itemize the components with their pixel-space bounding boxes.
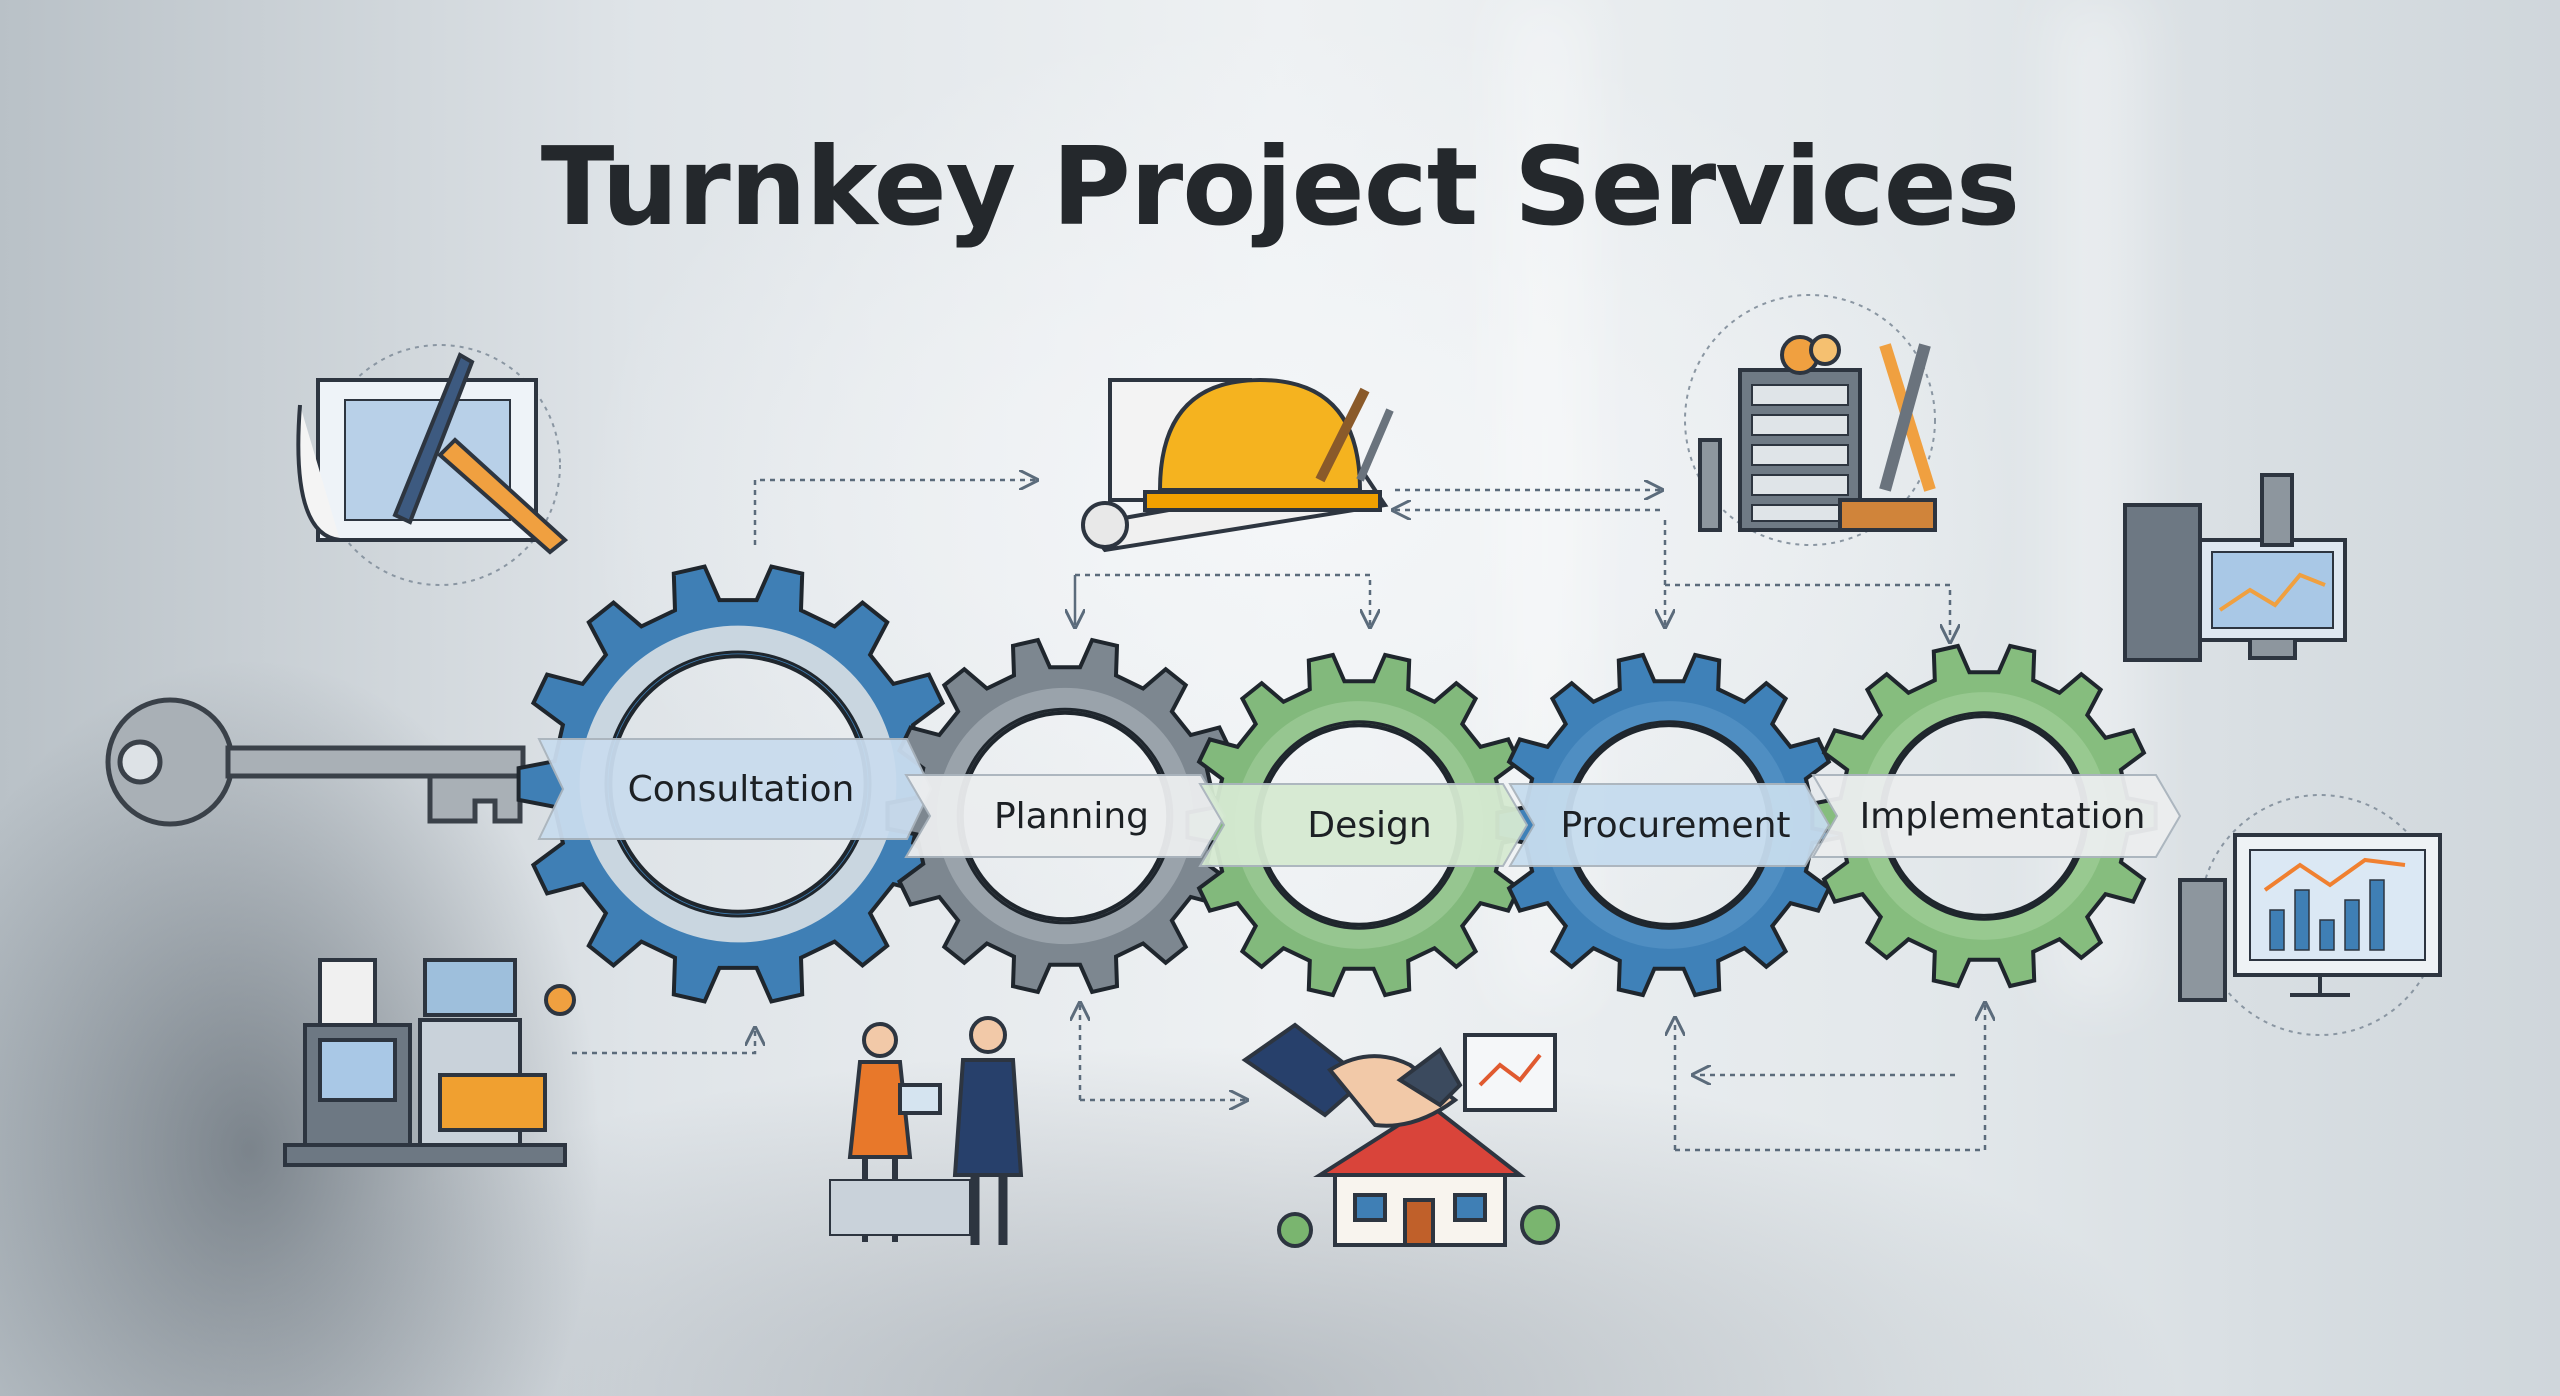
factory-icon <box>283 958 576 1167</box>
hard-hat-icon <box>1081 377 1394 553</box>
banner-shape <box>1811 774 2182 858</box>
stage-label: Planning <box>994 796 1149 837</box>
handshake-house-icon <box>1241 1022 1560 1248</box>
server-tools-icon <box>1684 294 1937 546</box>
stage-label: Design <box>1307 805 1431 846</box>
stage-banner-design[interactable]: Design <box>1198 783 1529 867</box>
stage-label: Procurement <box>1560 805 1790 846</box>
stage-label: Implementation <box>1860 796 2146 837</box>
business-people-icon <box>829 1016 1024 1245</box>
stage-banner-implementation[interactable]: Implementation <box>1811 774 2182 858</box>
key-icon <box>105 697 526 827</box>
stage-banner-planning[interactable]: Planning <box>904 774 1227 858</box>
computer-chart-icon <box>2123 473 2347 662</box>
stage-banner-procurement[interactable]: Procurement <box>1508 783 1831 867</box>
banner-shape <box>537 738 933 840</box>
blueprint-icon <box>296 344 569 586</box>
dashed-connectors <box>572 480 1985 1152</box>
page-title: Turnkey Project Services <box>540 125 2020 250</box>
banner-shape <box>1198 783 1529 867</box>
banner-shape <box>904 774 1227 858</box>
banner-shape <box>1508 783 1831 867</box>
stage-label: Consultation <box>628 769 855 810</box>
monitor-chart-icon <box>2178 794 2442 1036</box>
stage-banner-consultation[interactable]: Consultation <box>537 738 933 840</box>
